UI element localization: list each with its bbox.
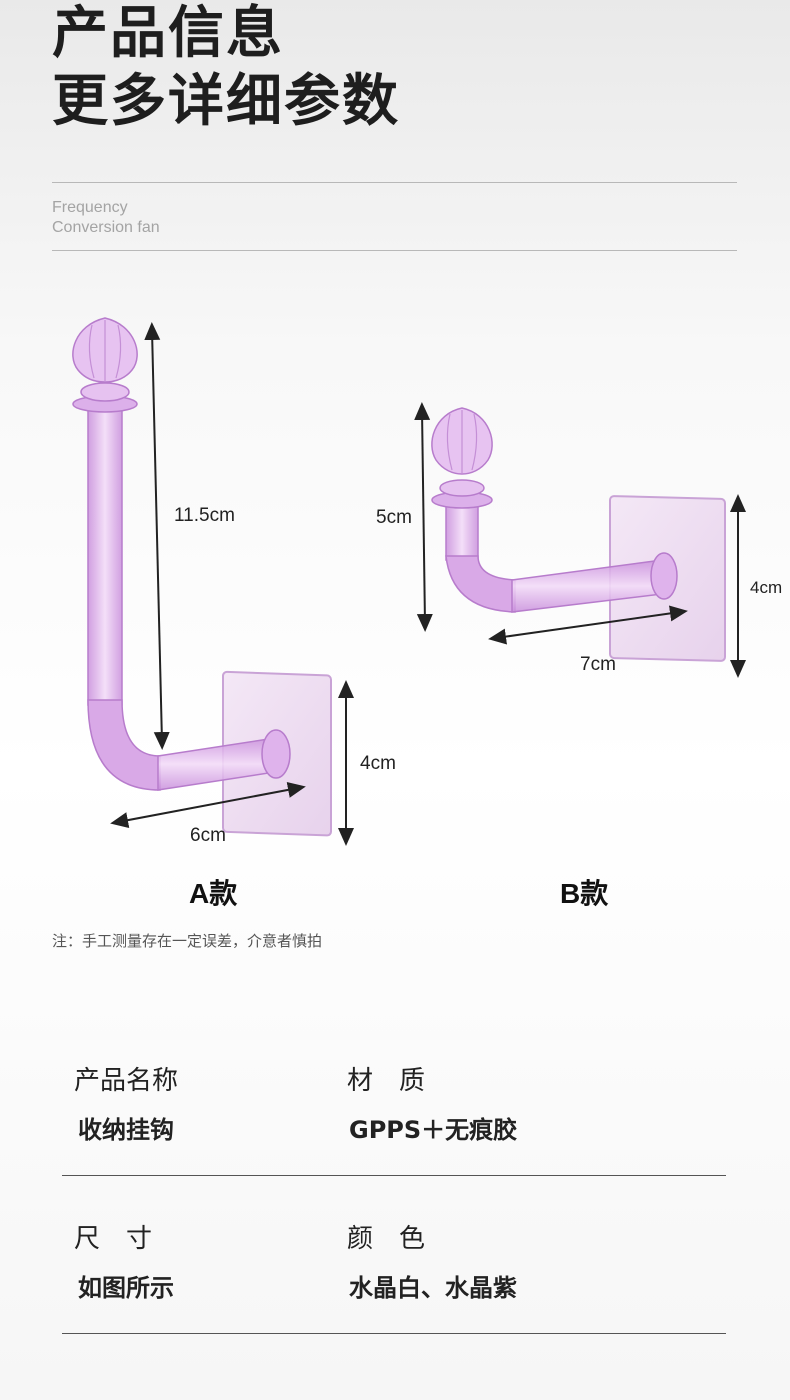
dim-a-height-arrow xyxy=(144,322,170,750)
hook-b-bend xyxy=(445,555,516,613)
hook-b-collar xyxy=(650,552,678,600)
dim-a-length-arrow xyxy=(110,781,306,829)
spec-color-label: 颜 色 xyxy=(347,1224,426,1254)
measurement-note: 注：手工测量存在一定误差，介意者慎拍 xyxy=(52,932,323,950)
spec-size-value: 如图所示 xyxy=(78,1274,174,1302)
spec-divider-2 xyxy=(62,1333,726,1334)
dim-a-length-label: 6cm xyxy=(190,825,226,846)
product-diagram xyxy=(72,317,746,846)
page-title-line1: 产品信息 xyxy=(52,1,284,66)
dim-b-length-arrow xyxy=(488,605,688,645)
hook-a-stem xyxy=(87,404,123,706)
dim-b-length-label: 7cm xyxy=(580,654,616,675)
dim-b-height-label: 5cm xyxy=(376,507,412,528)
hook-b-stem xyxy=(445,499,479,561)
hook-a-bend xyxy=(87,699,161,791)
spec-color-value: 水晶白、水晶紫 xyxy=(349,1274,517,1302)
subtitle-line2: Conversion fan xyxy=(52,219,160,236)
spec-material-label: 材 质 xyxy=(347,1066,426,1096)
spec-name-value: 收纳挂钩 xyxy=(78,1116,174,1144)
spec-size-label: 尺 寸 xyxy=(74,1224,153,1254)
dim-a-plate-label: 4cm xyxy=(360,753,396,774)
hook-a-collar xyxy=(261,729,291,779)
header-divider-bottom xyxy=(52,250,737,251)
spec-material-value: GPPS＋无痕胶 xyxy=(349,1116,518,1144)
header-divider-top xyxy=(52,182,737,183)
dim-b-plate-label: 4cm xyxy=(750,578,783,597)
subtitle-line1: Frequency xyxy=(52,199,128,216)
hook-a xyxy=(72,317,332,837)
variant-b-label: B款 xyxy=(560,878,609,909)
variant-a-label: A款 xyxy=(189,878,238,909)
spec-divider-1 xyxy=(62,1175,726,1176)
page-title-line2: 更多详细参数 xyxy=(52,69,400,134)
spec-name-label: 产品名称 xyxy=(74,1066,179,1096)
hook-b xyxy=(431,407,726,662)
dim-a-height-label: 11.5cm xyxy=(174,505,235,526)
dim-b-height-arrow xyxy=(414,402,433,632)
